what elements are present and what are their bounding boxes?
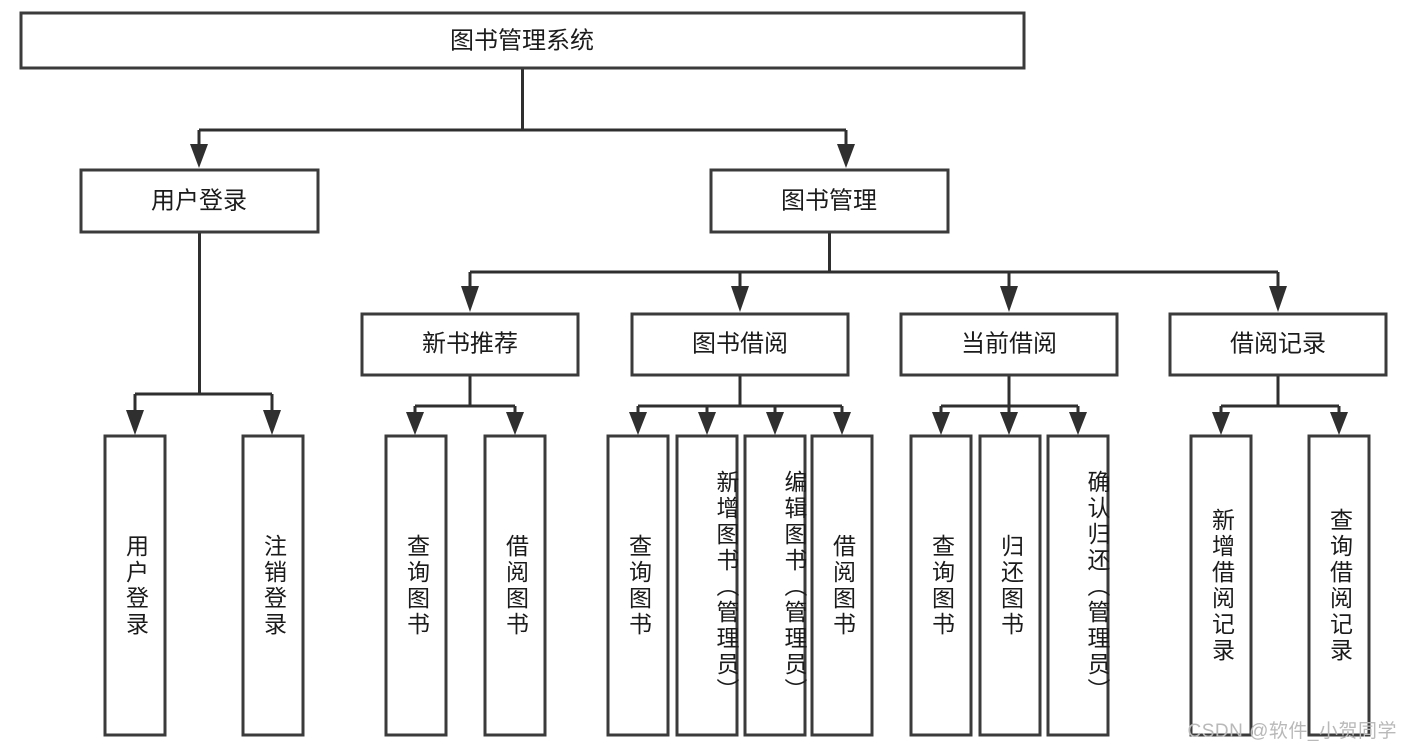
node-book-borrow-label: 图书借阅: [692, 330, 788, 357]
node-current-borrow-label: 当前借阅: [961, 330, 1057, 357]
node-root[interactable]: 图书管理系统: [19, 11, 1026, 70]
leaf-box-currentborrow-0[interactable]: [909, 434, 973, 737]
leaf-box-bookborrow-2[interactable]: [743, 434, 807, 737]
connector-currentborrow-to-leaves: [932, 375, 1087, 435]
node-user-login-label: 用户登录: [151, 187, 247, 214]
leaf-box-currentborrow-1[interactable]: [978, 434, 1042, 737]
leaf-box-newbook-1[interactable]: [483, 434, 547, 737]
leaf-box-user-login-0[interactable]: [103, 434, 167, 737]
node-book-borrow[interactable]: 图书借阅: [630, 312, 850, 377]
connector-bookborrow-to-leaves: [629, 375, 851, 435]
csdn-watermark: CSDN @软件_小贺同学: [1187, 721, 1397, 742]
node-book-management-label: 图书管理: [781, 187, 877, 214]
connector-userlogin-to-leaves: [126, 232, 281, 435]
node-current-borrow[interactable]: 当前借阅: [899, 312, 1119, 377]
node-new-book-recommend-label: 新书推荐: [422, 330, 518, 357]
leaf-box-currentborrow-2[interactable]: [1046, 434, 1110, 737]
connector-borrowrecord-to-leaves: [1212, 375, 1348, 435]
leaf-box-bookborrow-3[interactable]: [810, 434, 874, 737]
leaf-box-borrowrecord-0[interactable]: [1189, 434, 1253, 737]
leaf-box-bookborrow-0[interactable]: [606, 434, 670, 737]
leaf-box-user-login-1[interactable]: [241, 434, 305, 737]
node-user-login[interactable]: 用户登录: [79, 168, 320, 234]
node-root-label: 图书管理系统: [450, 27, 594, 54]
leaf-box-bookborrow-1[interactable]: [675, 434, 739, 737]
leaf-box-newbook-0[interactable]: [384, 434, 448, 737]
leaf-box-borrowrecord-1[interactable]: [1307, 434, 1371, 737]
node-borrow-record-label: 借阅记录: [1230, 330, 1326, 357]
node-book-management[interactable]: 图书管理: [709, 168, 950, 234]
connector-newbook-to-leaves: [406, 375, 524, 435]
node-new-book-recommend[interactable]: 新书推荐: [360, 312, 580, 377]
connector-bookmgmt-to-level3: [461, 232, 1287, 312]
node-borrow-record[interactable]: 借阅记录: [1168, 312, 1388, 377]
connector-root-to-level2: [190, 68, 855, 168]
